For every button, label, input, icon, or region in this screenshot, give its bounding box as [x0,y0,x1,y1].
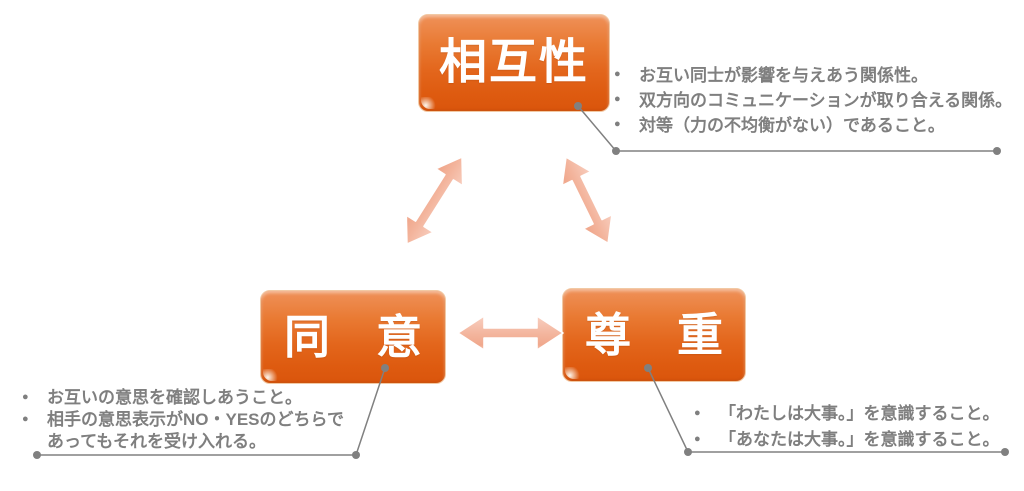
node-consent: 同 意 [260,290,446,384]
bullet-icon: ● [614,118,621,130]
mutuality-respect-arrow-icon [561,156,613,245]
list-item: ● 「わたしは大事。」を意識すること。 [694,401,1016,427]
bullet-icon: ● [22,413,29,425]
bullet-icon: ● [22,391,29,403]
annotation-text: 「わたしは大事。」を意識すること。 [719,404,1000,423]
bullet-icon: ● [694,433,701,445]
list-item: ● お互い同士が影響を与えあう関係性。 [614,63,1020,88]
consent-annotation-list: ● お互いの意思を確認しあうこと。 ● 相手の意思表示がNO・YESのどちらであ… [22,387,352,453]
bullet-icon: ● [694,407,701,419]
list-item: ● 対等（力の不均衡がない）であること。 [614,113,1020,138]
node-mutuality: 相互性 [418,14,610,112]
annotation-text: 対等（力の不均衡がない）であること。 [639,116,945,135]
annotation-text: 「あなたは大事。」を意識すること。 [719,430,1000,449]
consent-respect-arrow-icon [457,315,564,351]
annotation-text: 相手の意思表示がNO・YESのどちらであってもそれを受け入れる。 [47,410,345,451]
annotation-text: お互い同士が影響を与えあう関係性。 [639,66,928,85]
list-item: ● 双方向のコミュニケーションが取り合える関係。 [614,88,1020,113]
annotation-text: お互いの意思を確認しあうこと。 [47,388,302,407]
mutuality-consent-arrow-icon [405,156,464,245]
list-item: ● 「あなたは大事。」を意識すること。 [694,427,1016,453]
node-consent-label: 同 意 [284,311,422,363]
list-item: ● 相手の意思表示がNO・YESのどちらであってもそれを受け入れる。 [22,409,352,453]
node-respect-label: 尊 重 [585,309,723,361]
list-item: ● お互いの意思を確認しあうこと。 [22,387,352,409]
bullet-icon: ● [614,93,621,105]
node-mutuality-label: 相互性 [438,36,589,89]
annotation-text: 双方向のコミュニケーションが取り合える関係。 [639,91,1013,110]
node-respect: 尊 重 [562,288,746,382]
respect-annotation-list: ● 「わたしは大事。」を意識すること。 ● 「あなたは大事。」を意識すること。 [694,401,1016,453]
mutuality-annotation-list: ● お互い同士が影響を与えあう関係性。 ● 双方向のコミュニケーションが取り合え… [614,63,1020,138]
bullet-icon: ● [614,68,621,80]
